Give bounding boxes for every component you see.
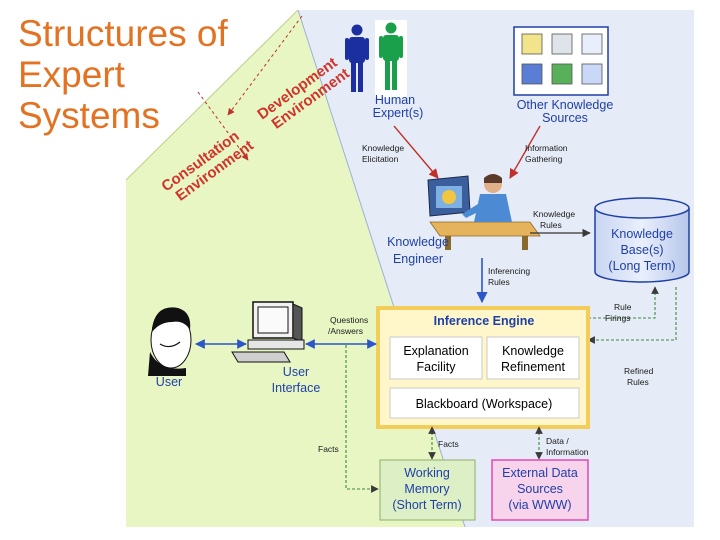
rule-firings-arrow <box>588 286 659 319</box>
working-memory-label-3: (Short Term) <box>392 498 461 512</box>
other-sources-label-2: Sources <box>542 111 588 125</box>
refined-rules-label-1: Refined <box>624 366 654 376</box>
human-experts-label-2: Expert(s) <box>373 106 424 120</box>
user-interface-label-1: User <box>283 365 309 379</box>
data-information-label-1: Data / <box>546 436 569 446</box>
human-figure-icon <box>345 20 407 98</box>
external-data-label-2: Sources <box>517 482 563 496</box>
development-boundary-arrow <box>227 15 303 116</box>
human-experts-label-1: Human <box>375 93 415 107</box>
inferencing-rules-label-1: Inferencing <box>488 266 530 276</box>
knowledge-base-label-3: (Long Term) <box>608 259 675 273</box>
rule-firings-label-2: Firings <box>605 313 631 323</box>
title-line-1: Structures of <box>18 13 228 54</box>
gathering-arrow <box>509 125 541 179</box>
information-gathering-label-2: Gathering <box>525 154 563 164</box>
blackboard-label: Blackboard (Workspace) <box>416 397 553 411</box>
working-memory-label-1: Working <box>404 466 450 480</box>
rule-firings-label-1: Rule <box>614 302 632 312</box>
knowledge-elicitation-label-1: Knowledge <box>362 143 404 153</box>
knowledge-refinement-label-2: Refinement <box>501 360 565 374</box>
working-memory-label-2: Memory <box>404 482 450 496</box>
knowledge-base-label-1: Knowledge <box>611 227 673 241</box>
explanation-facility-label-1: Explanation <box>403 344 468 358</box>
knowledge-base-label-2: Base(s) <box>620 243 663 257</box>
questions-answers-label-2: /Answers <box>328 326 363 336</box>
user-interface-label-2: Interface <box>272 381 321 395</box>
knowledge-rules-label-1: Knowledge <box>533 209 575 219</box>
inferencing-rules-label-2: Rules <box>488 277 510 287</box>
engineer-at-computer-icon <box>427 174 541 250</box>
knowledge-elicitation-label-2: Elicitation <box>362 154 399 164</box>
external-data-label-3: (via WWW) <box>508 498 571 512</box>
knowledge-refinement-label-1: Knowledge <box>502 344 564 358</box>
facts-mid-label: Facts <box>438 439 459 449</box>
knowledge-engineer-label-1: Knowledge <box>387 235 449 249</box>
inference-engine-label: Inference Engine <box>434 314 535 328</box>
desktop-computer-icon <box>231 301 305 363</box>
working-memory-box <box>379 459 476 521</box>
facts-left-arrow <box>345 345 379 493</box>
external-data-label-1: External Data <box>502 466 578 480</box>
knowledge-engineer-label-2: Engineer <box>393 252 443 266</box>
blackboard-box <box>389 387 580 419</box>
other-sources-label-1: Other Knowledge <box>517 98 614 112</box>
data-information-label-2: Information <box>546 447 589 457</box>
refined-rules-arrow <box>587 287 677 344</box>
refined-rules-label-2: Rules <box>627 377 649 387</box>
consultation-boundary-arrow <box>197 91 249 161</box>
facts-left-label: Facts <box>318 444 339 454</box>
explanation-facility-label-2: Facility <box>417 360 457 374</box>
information-gathering-label-1: Information <box>525 143 568 153</box>
knowledge-sources-icon <box>513 26 609 96</box>
user-label: User <box>156 375 182 389</box>
title-line-2: Expert <box>18 54 126 95</box>
questions-answers-label-1: Questions <box>330 315 368 325</box>
database-cylinder-icon <box>594 197 690 283</box>
explanation-facility-box <box>389 336 483 380</box>
external-data-box <box>491 459 589 521</box>
user-portrait-icon <box>148 307 192 376</box>
title-line-3: Systems <box>18 95 160 136</box>
knowledge-rules-label-2: Rules <box>540 220 562 230</box>
elicitation-arrow <box>393 125 439 179</box>
knowledge-refinement-box <box>486 336 580 380</box>
development-environment-region <box>298 10 694 527</box>
